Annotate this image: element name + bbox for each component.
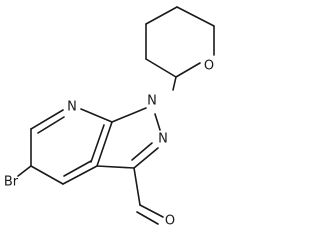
atom-label-o-ring: O [204, 59, 214, 74]
atom-label-n2-pyrazole: N [158, 132, 168, 147]
bond-n7-c6 [30, 109, 64, 130]
bond-n7-c6-inner [37, 116, 65, 134]
bond-n2-c3 [133, 147, 159, 169]
bond-c3a-c7a [96, 121, 113, 167]
bond-c7a-n7 [80, 108, 113, 123]
bond-c3a-c7a-inner [90, 124, 105, 163]
bond-c3-cho [133, 167, 141, 206]
bond-c7a-n1 [111, 107, 147, 123]
bond-c3-c3a [96, 165, 135, 169]
thp-ring [145, 6, 215, 78]
bond-c4-c3a [62, 165, 98, 185]
bond-c4-c3a-inner [63, 160, 92, 177]
bond-thp-6 [176, 6, 215, 27]
bond-c5-c4 [30, 165, 64, 185]
bond-cho-o [139, 204, 164, 218]
atom-label-br: Br [4, 175, 19, 190]
bond-c5-br [17, 165, 32, 177]
pyrazole-ring [96, 107, 161, 169]
bond-n1-thp [172, 76, 177, 91]
bond-thp-4 [175, 62, 201, 78]
molecule-drawing: Br N N N O O [4, 6, 215, 229]
bond-thp-3 [145, 58, 177, 78]
atom-label-n1-pyrazole: N [147, 94, 157, 109]
bond-n1-n2 [154, 113, 161, 131]
bond-n2-c3-inner [131, 142, 153, 161]
atom-label-o-aldehyde: O [165, 214, 175, 229]
pyridine-ring [30, 108, 113, 185]
atom-label-n-pyridine: N [67, 100, 77, 115]
aldehyde-group [133, 167, 164, 225]
bond-thp-1 [145, 6, 178, 25]
bond-cho-o-inner [136, 211, 159, 225]
structure-diagram: Br N N N O O [4, 6, 215, 229]
